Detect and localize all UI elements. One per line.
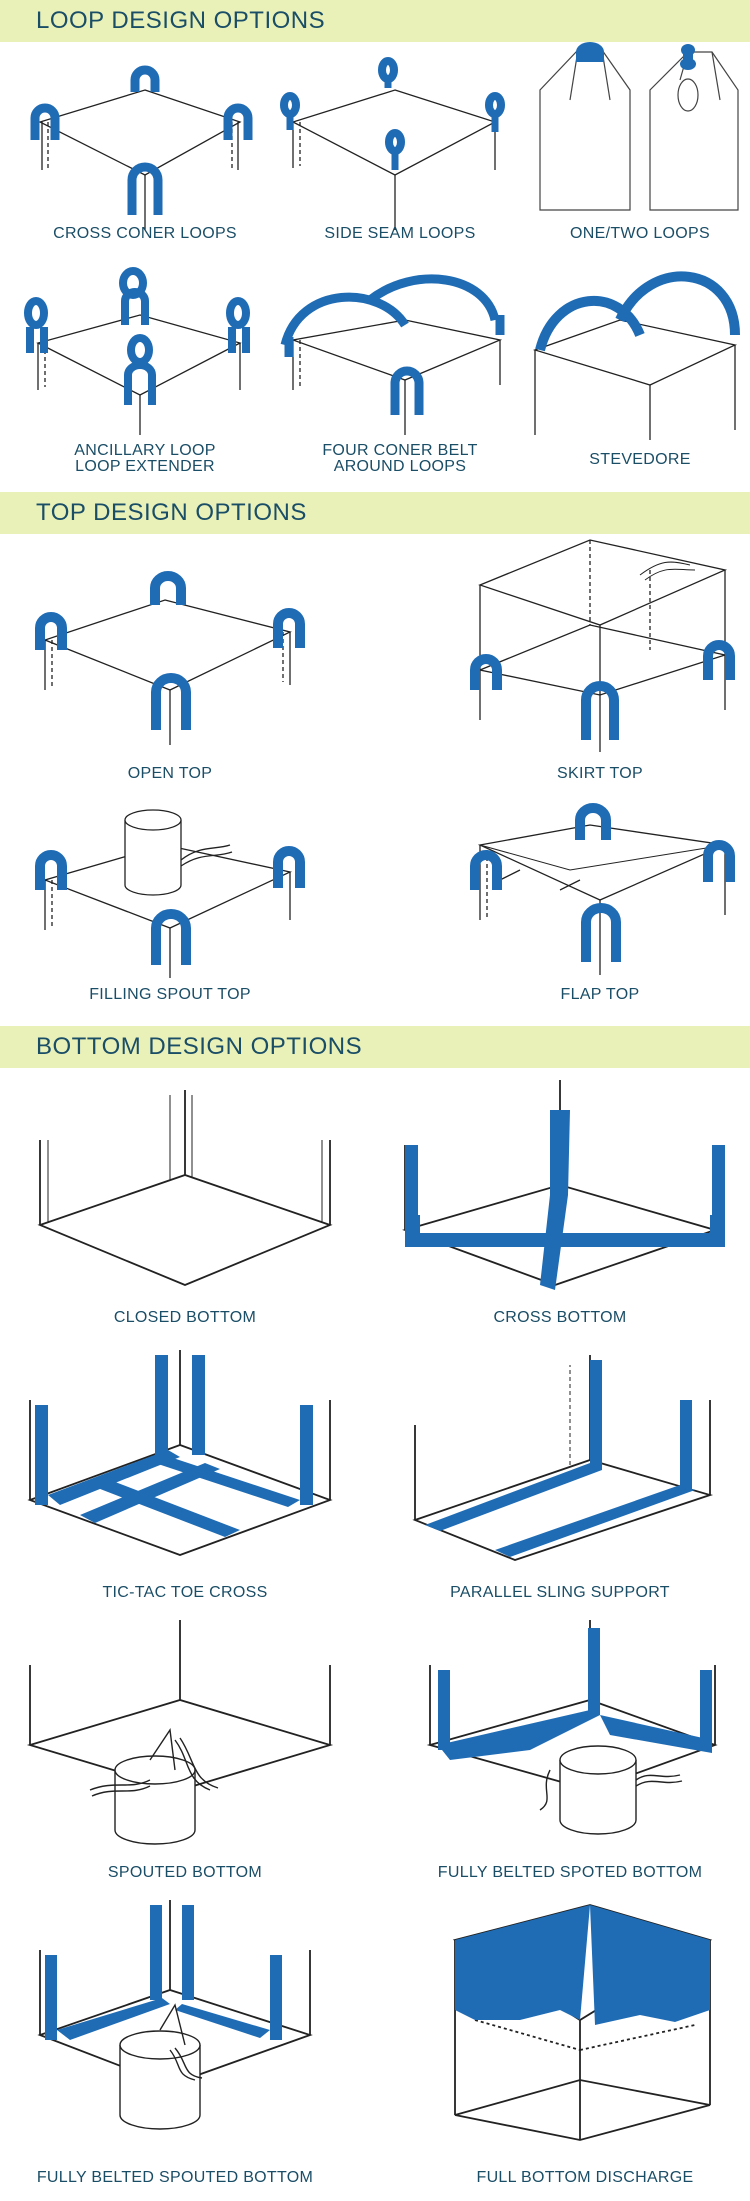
caption: FULLY BELTED SPOTED BOTTOM xyxy=(437,1864,703,1881)
caption: SPOUTED BOTTOM xyxy=(107,1864,263,1881)
section-header-top: TOP DESIGN OPTIONS xyxy=(0,492,750,534)
caption: CROSS CONER LOOPS xyxy=(53,225,237,242)
section-title: TOP DESIGN OPTIONS xyxy=(36,499,307,526)
caption: STEVEDORE xyxy=(589,451,691,468)
caption: FULL BOTTOM DISCHARGE xyxy=(476,2169,694,2186)
caption: PARALLEL SLING SUPPORT xyxy=(450,1584,670,1601)
diagram-spouted-bottom: SPOUTED BOTTOM xyxy=(20,1620,350,1885)
diagram-cross-bottom: CROSS BOTTOM xyxy=(390,1075,730,1330)
bag-illustration xyxy=(37,1090,333,1286)
bag-illustration xyxy=(24,267,250,435)
caption: ANCILLARY LOOP LOOP EXTENDER xyxy=(74,442,216,475)
caption: OPEN TOP xyxy=(127,765,213,782)
diagram-stevedore: STEVEDORE xyxy=(530,265,750,480)
diagram-skirt-top: SKIRT TOP xyxy=(450,530,750,790)
caption: CROSS BOTTOM xyxy=(493,1309,627,1326)
diagram-fully-belted-spouted-bottom: FULLY BELTED SPOUTED BOTTOM xyxy=(10,1900,340,2190)
bag-illustration xyxy=(280,274,505,435)
bag-illustration xyxy=(452,1904,713,2141)
section-header-loop: LOOP DESIGN OPTIONS xyxy=(0,0,750,42)
caption: SIDE SEAM LOOPS xyxy=(324,225,476,242)
bag-illustration xyxy=(426,1620,718,1835)
diagram-ancillary-loop: ANCILLARY LOOP LOOP EXTENDER xyxy=(20,265,270,480)
bag-illustration xyxy=(532,271,740,440)
section-title: LOOP DESIGN OPTIONS xyxy=(36,7,326,34)
caption: FOUR CONER BELT AROUND LOOPS xyxy=(322,442,478,475)
diagram-flap-top: FLAP TOP xyxy=(450,790,750,1010)
caption: TIC-TAC TOE CROSS xyxy=(102,1584,268,1601)
bag-illustration xyxy=(30,65,253,230)
bag-illustration xyxy=(412,1355,714,1561)
caption: FLAP TOP xyxy=(560,986,640,1003)
diagram-one-two-loops: ONE/TWO LOOPS xyxy=(530,40,750,250)
caption: CLOSED BOTTOM xyxy=(113,1309,257,1326)
diagram-tic-tac-toe-cross: TIC-TAC TOE CROSS xyxy=(20,1345,350,1605)
diagram-side-seam-loops: SIDE SEAM LOOPS xyxy=(275,50,525,250)
diagram-full-bottom-discharge: FULL BOTTOM DISCHARGE xyxy=(430,1900,740,2190)
caption: ONE/TWO LOOPS xyxy=(570,225,710,242)
section-title: BOTTOM DESIGN OPTIONS xyxy=(36,1033,363,1060)
bag-illustration xyxy=(26,1620,334,1845)
diagram-open-top: OPEN TOP xyxy=(20,560,320,790)
diagram-parallel-sling-support: PARALLEL SLING SUPPORT xyxy=(390,1345,730,1605)
bag-illustration xyxy=(539,42,739,211)
caption: SKIRT TOP xyxy=(557,765,643,782)
bag-illustration xyxy=(37,1900,313,2130)
caption: FULLY BELTED SPOUTED BOTTOM xyxy=(36,2169,314,2186)
bag-illustration xyxy=(35,809,305,978)
bag-illustration xyxy=(27,1350,333,1556)
bag-illustration xyxy=(35,571,305,745)
bag-illustration xyxy=(280,57,505,230)
bag-illustration xyxy=(470,803,735,975)
bag-illustration xyxy=(402,1080,725,1290)
caption: FILLING SPOUT TOP xyxy=(89,986,251,1003)
diagram-closed-bottom: CLOSED BOTTOM xyxy=(20,1085,350,1330)
bag-illustration xyxy=(470,539,735,752)
diagram-fully-belted-spoted-bottom: FULLY BELTED SPOTED BOTTOM xyxy=(390,1620,750,1885)
diagram-cross-coner-loops: CROSS CONER LOOPS xyxy=(20,50,270,250)
section-header-bottom: BOTTOM DESIGN OPTIONS xyxy=(0,1026,750,1068)
diagram-four-coner-belt: FOUR CONER BELT AROUND LOOPS xyxy=(275,265,525,480)
diagram-filling-spout-top: FILLING SPOUT TOP xyxy=(20,790,320,1010)
